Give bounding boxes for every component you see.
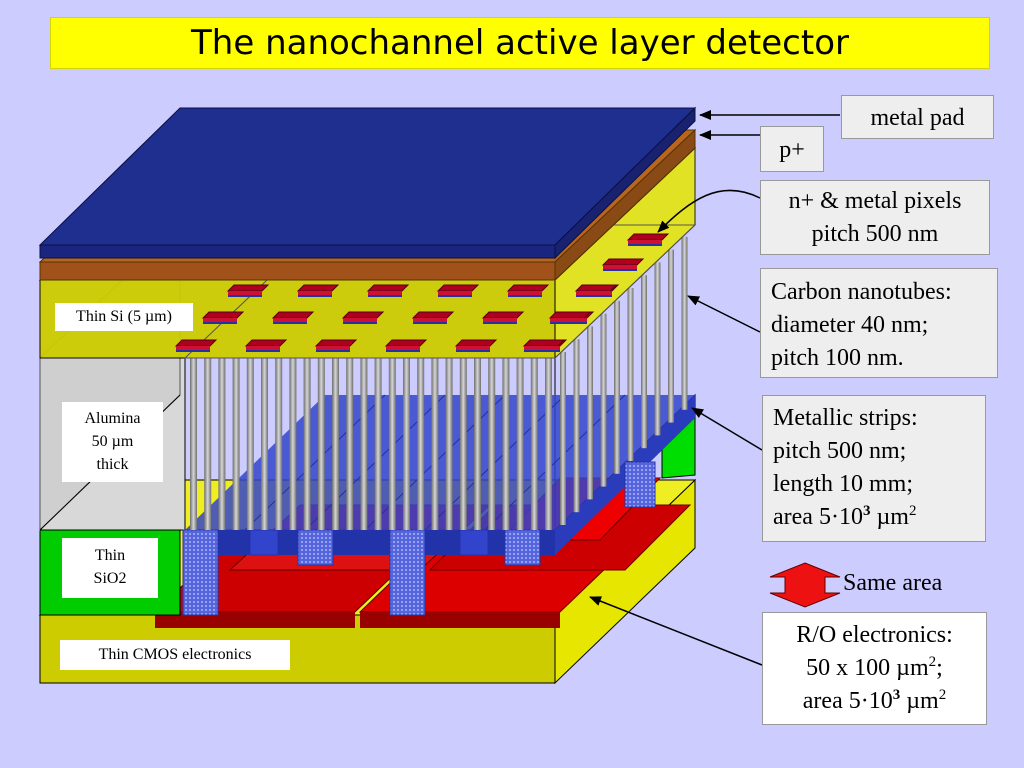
nanotube [346,358,354,530]
n-plus-pixels [174,233,670,352]
sio2-line-1: Thin [94,547,126,564]
pixel [436,284,480,297]
pixel [548,311,592,324]
nanotube [614,300,620,474]
nanotube [246,358,254,530]
same-area-label: Same area [843,570,943,596]
nanotube [388,358,396,530]
nanotube [204,358,212,530]
strips-line-4: area 5·103 µm2 [773,503,917,531]
pixel [601,258,645,271]
nanotube [459,358,467,530]
alumina-label: Alumina 50 µm thick [62,402,163,482]
nanotube [218,358,226,530]
pixel [296,284,340,297]
readout-line-2: 50 x 100 µm2; [806,654,943,682]
annotation-arrows [589,110,840,666]
pixel [226,284,270,297]
nanotube [332,358,339,530]
nanotubes-line-3: pitch 100 nm. [771,345,904,371]
pixel [271,311,315,324]
nanotube [641,275,647,449]
sio2-label: Thin SiO2 [62,538,158,598]
strips-label: Metallic strips: pitch 500 nm; length 10… [762,395,986,542]
nanotube [545,358,552,530]
pixels-label: n+ & metal pixels pitch 500 nm [760,180,990,255]
nanotube [654,262,661,436]
nanotube [275,358,283,530]
nanotube [374,358,382,530]
strips-line-2: pitch 500 nm; [773,438,907,464]
nanotube [668,249,674,423]
metal-pad-label: metal pad [841,95,994,139]
pixel [174,339,218,352]
pixels-line-2: pitch 500 nm [811,221,939,247]
nanotube [600,313,607,487]
nanotube [587,326,593,500]
nanotube [232,358,240,530]
nanotube [417,358,425,530]
pixel [201,311,245,324]
pixel [574,284,618,297]
alumina-line-1: Alumina [84,410,141,427]
readout-line-1: R/O electronics: [796,622,953,648]
nanotubes-line-1: Carbon nanotubes: [771,279,952,305]
same-area-double-arrow [769,562,841,608]
nanotube [261,358,268,530]
pixel [522,339,566,352]
arrow-pixels [657,189,761,233]
nanotube [303,358,311,530]
thin-si-label: Thin Si (5 µm) [55,303,193,331]
arrow-readout [589,596,763,666]
nanotube [488,358,496,530]
pixel [366,284,410,297]
pixel [454,339,498,352]
nanotube [317,358,325,530]
arrow-nanotubes [687,295,761,333]
nanotube [445,358,453,530]
metal-pad-layer [38,106,697,260]
p-plus-label: p+ [760,126,824,172]
nanotube [190,358,197,530]
pixel [506,284,550,297]
strips-line-3: length 10 mm; [773,471,913,497]
nanotube [360,358,368,530]
pixels-line-1: n+ & metal pixels [788,188,962,214]
nanotube [573,339,580,513]
alumina-line-2: 50 µm [91,433,134,450]
nanotube [627,288,634,461]
pixel [626,233,670,246]
arrow-strips [691,407,763,451]
nanotube [403,358,410,530]
alumina-line-3: thick [96,456,129,473]
nanotube [502,358,510,530]
readout-line-3: area 5·103 µm2 [802,687,947,715]
sio2-line-2: SiO2 [93,570,127,587]
nanotube [474,358,481,530]
readout-label: R/O electronics: 50 x 100 µm2; area 5·10… [762,612,987,725]
nanotube [560,352,566,525]
slide-title: The nanochannel active layer detector [50,17,990,69]
strips-line-1: Metallic strips: [773,405,918,431]
nanotube [289,358,297,530]
carbon-nanotubes [190,236,688,530]
nanotubes-label: Carbon nanotubes: diameter 40 nm; pitch … [760,268,998,378]
cmos-label: Thin CMOS electronics [60,640,290,670]
pixel [481,311,525,324]
pixel [411,311,455,324]
nanotube [516,358,524,530]
pixel [384,339,428,352]
pixel [314,339,358,352]
nanotubes-line-2: diameter 40 nm; [771,312,929,338]
nanotube [431,358,439,530]
pixel [244,339,288,352]
pixel [341,311,385,324]
nanotube [681,236,688,410]
nanotube [530,358,538,530]
